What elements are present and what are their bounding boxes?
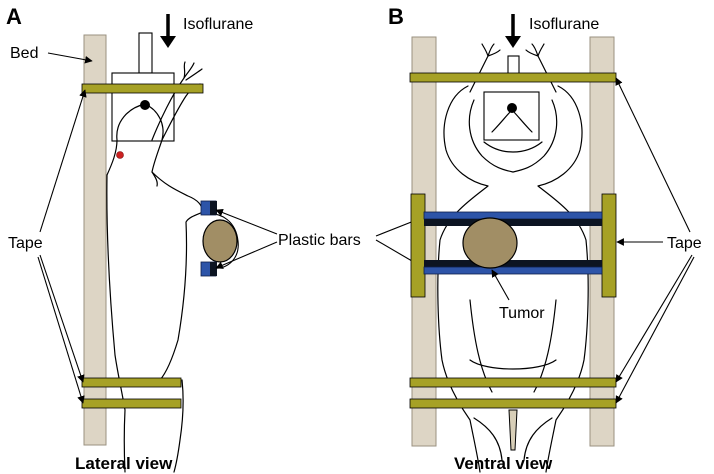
nose-cone-b — [483, 91, 540, 141]
isoflurane-arrow-b — [505, 14, 521, 48]
isoflurane-label-b: Isoflurane — [529, 16, 599, 33]
tape-pointer-b-top — [615, 77, 691, 233]
bed-label: Bed — [10, 45, 38, 62]
tape-pointer-b-lower2 — [615, 256, 695, 404]
tumor-lateral — [202, 219, 238, 263]
tape-a-top — [81, 83, 204, 94]
plastic-bar-a-bottom-edge — [210, 262, 217, 276]
plastic-bars-label: Plastic bars — [278, 232, 361, 249]
plastic-bar-b-top — [423, 211, 603, 220]
mouse-forelimb-right-ventral — [525, 43, 557, 93]
tumor-pointer — [491, 269, 510, 301]
tape-pointer-a-low — [37, 256, 85, 404]
tape-pointer-b-lower1 — [615, 254, 693, 383]
isoflurane-arrow-a — [160, 14, 176, 48]
plastic-pointer-a-top — [215, 208, 278, 235]
mouse-nose-lateral — [140, 100, 150, 110]
plastic-bar-b-top-edge — [424, 219, 602, 226]
tumor-label: Tumor — [499, 305, 545, 322]
tape-label-a: Tape — [8, 235, 43, 252]
mouse-nose-ventral — [507, 103, 517, 113]
tumor-ventral — [462, 217, 518, 269]
tape-b-left-vertical — [410, 193, 426, 298]
mouse-ear-lateral — [151, 171, 158, 187]
tape-b-lower-1 — [409, 377, 617, 388]
mouse-forelimb-left-ventral — [469, 43, 501, 93]
tape-b-top — [409, 72, 617, 83]
panel-b: B Isoflurane — [388, 4, 702, 473]
mouse-forelimb-lateral — [151, 61, 203, 141]
bed-a — [83, 34, 107, 446]
tape-label-b: Tape — [667, 235, 702, 252]
tape-b-right-vertical — [601, 193, 617, 298]
plastic-bar-b-bottom-edge — [424, 260, 602, 267]
bed-pointer — [47, 52, 93, 64]
nose-cone-tube-a — [138, 32, 153, 74]
tape-b-lower-2 — [409, 398, 617, 409]
tape-a-lower-2 — [81, 398, 182, 409]
mouse-hindleg-right — [523, 417, 553, 461]
tape-pointer-a-top — [39, 89, 87, 233]
panel-a: A Isoflurane Bed Tape — [6, 4, 253, 473]
mouse-body-lateral — [106, 103, 204, 473]
mouse-belly-ventral — [469, 359, 557, 370]
mouse-head-ventral — [468, 99, 558, 173]
mouse-hindleg-left — [473, 417, 503, 461]
caption-lateral: Lateral view — [75, 454, 173, 473]
panel-a-letter: A — [6, 4, 22, 29]
mouse-snout-ventral — [491, 109, 533, 133]
mouse-tail-ventral — [508, 409, 518, 451]
tape-pointer-a-mid — [39, 254, 85, 383]
mouse-jaw-ventral — [483, 141, 543, 153]
plastic-pointer-a-bottom — [215, 241, 278, 269]
mouse-body-ventral — [437, 85, 589, 473]
tape-a-lower-1 — [81, 377, 182, 388]
panel-b-letter: B — [388, 4, 404, 29]
caption-ventral: Ventral view — [454, 454, 553, 473]
isoflurane-label-a: Isoflurane — [183, 16, 253, 33]
plastic-bar-a-top-edge — [210, 201, 217, 215]
plastic-bar-b-bottom — [423, 266, 603, 275]
mouse-eye-lateral — [116, 151, 124, 159]
